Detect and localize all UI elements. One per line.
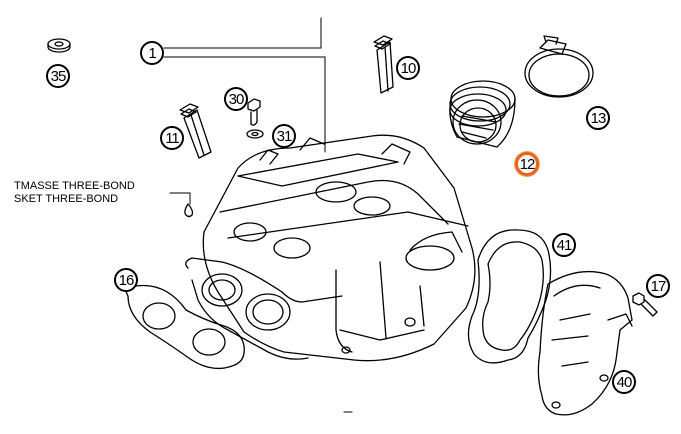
valve-guide-10-part[interactable]	[373, 35, 394, 94]
callout-16[interactable]: 16	[114, 268, 138, 292]
screw-30-part[interactable]	[247, 98, 261, 126]
screw-17-part[interactable]	[632, 292, 658, 317]
callout-31[interactable]: 31	[272, 124, 296, 148]
callout-41[interactable]: 41	[552, 233, 576, 257]
callout-17[interactable]: 17	[646, 274, 670, 298]
intake-sleeve-12-part[interactable]	[449, 80, 516, 148]
sealant-drop-icon	[184, 203, 194, 218]
callout-40[interactable]: 40	[612, 370, 636, 394]
callout-35[interactable]: 35	[46, 64, 70, 88]
leader-lines	[163, 17, 326, 205]
callout-30[interactable]: 30	[224, 87, 248, 111]
washer-31-part[interactable]	[246, 129, 264, 139]
callout-12-highlighted[interactable]: 12	[515, 152, 539, 176]
hose-clamp-13-part[interactable]	[524, 35, 594, 98]
cylinder-head-part[interactable]	[185, 134, 476, 362]
callout-10[interactable]: 10	[396, 56, 420, 80]
callout-11[interactable]: 11	[160, 126, 184, 150]
cover-gasket-41-part[interactable]	[467, 229, 552, 364]
washer-35-part[interactable]	[47, 38, 71, 53]
sealant-note-line-2: SKET THREE-BOND	[14, 193, 119, 205]
sealant-note-line-1: TMASSE THREE-BOND	[14, 180, 135, 192]
callout-1[interactable]: 1	[140, 41, 164, 65]
callout-13[interactable]: 13	[586, 106, 610, 130]
exhaust-gasket-16-part[interactable]	[125, 284, 245, 370]
valve-guide-11-part[interactable]	[179, 103, 212, 159]
cover-40-part[interactable]	[537, 270, 633, 416]
